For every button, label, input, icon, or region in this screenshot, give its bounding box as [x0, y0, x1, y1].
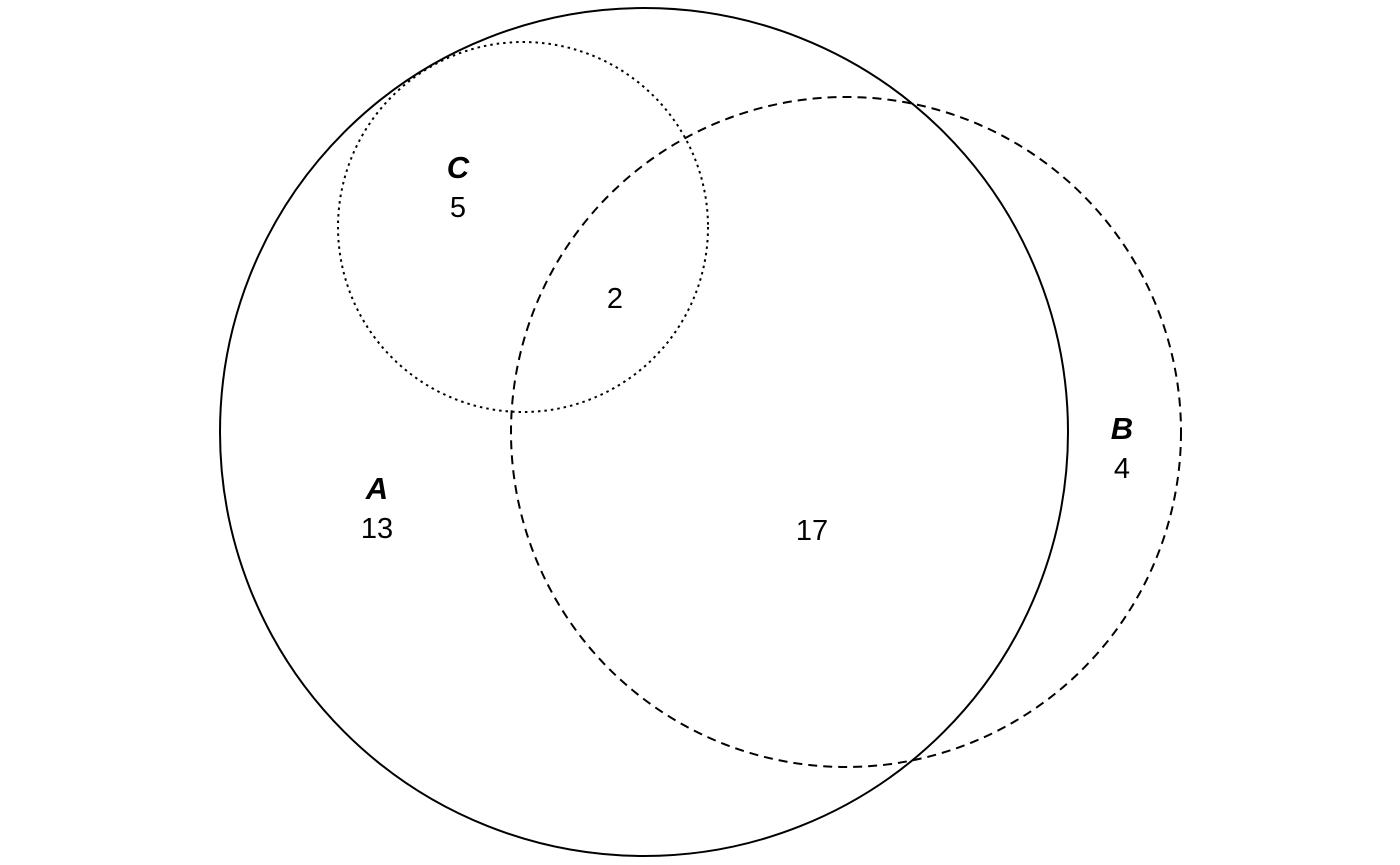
region-a-b-count: 17	[796, 515, 828, 547]
region-b-only-count: 4	[1114, 453, 1130, 485]
set-b-circle	[510, 96, 1182, 768]
region-a-c-count: 5	[450, 192, 466, 224]
set-a-label: A	[365, 471, 388, 506]
set-b-label: B	[1111, 411, 1133, 446]
set-c-circle	[337, 41, 709, 413]
region-a-b-c-count: 2	[607, 283, 623, 315]
region-a-only-count: 13	[361, 513, 393, 545]
set-c-label: C	[447, 150, 470, 185]
set-a-circle	[219, 7, 1069, 857]
